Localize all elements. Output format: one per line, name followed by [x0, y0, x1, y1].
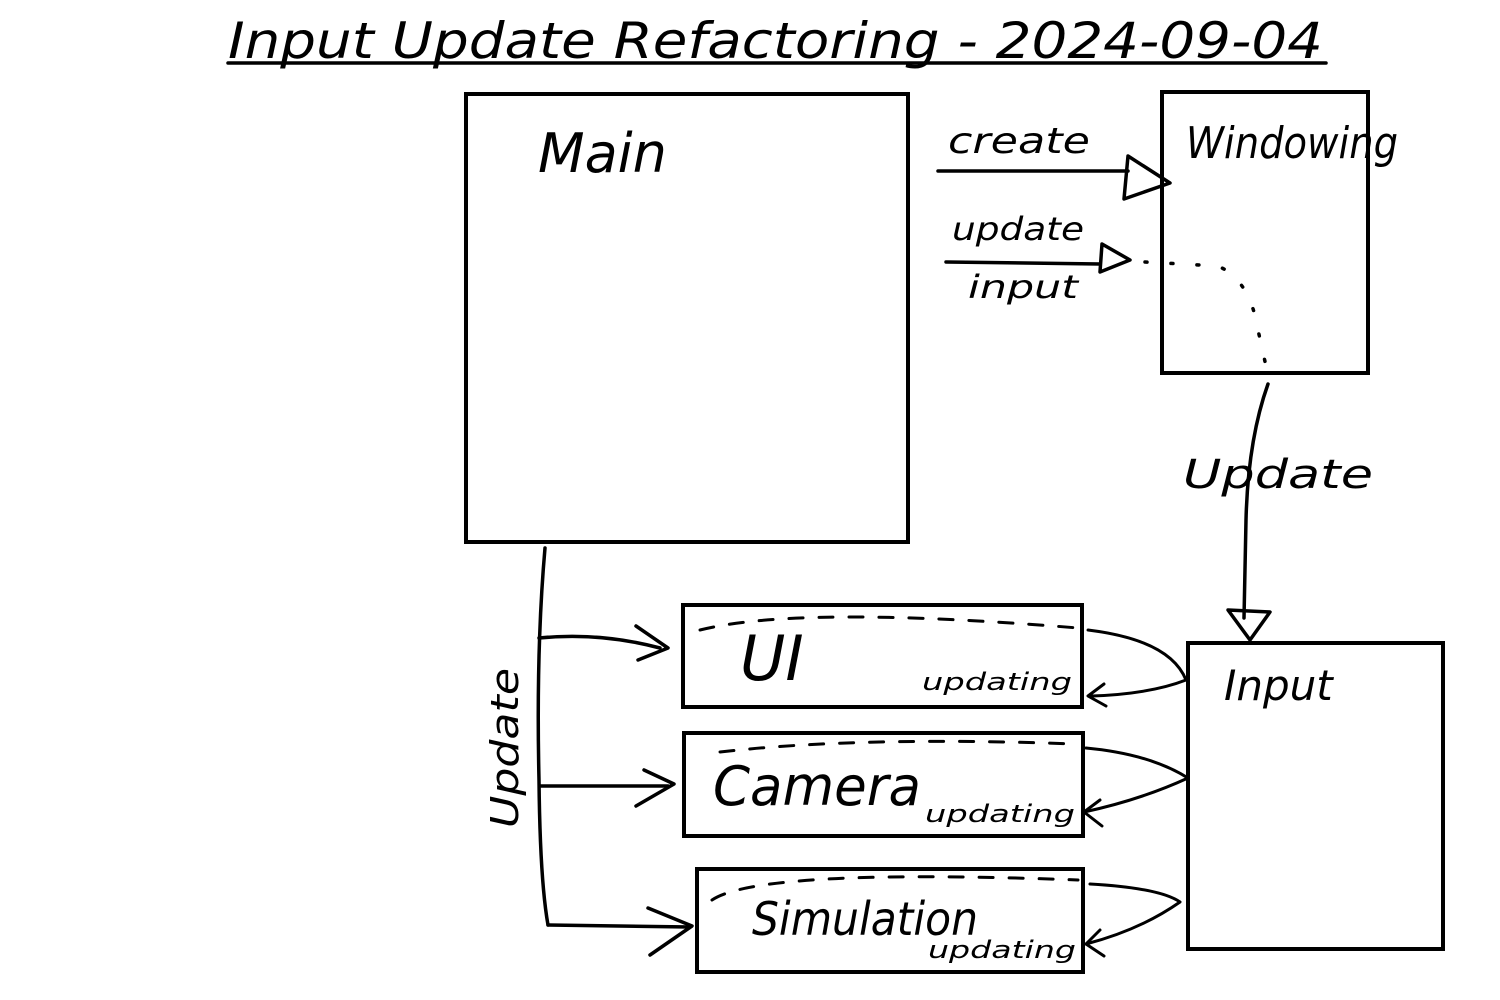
camera-updating-label: updating: [925, 800, 1075, 828]
main-update-label: Update: [483, 668, 527, 828]
main-label: Main: [538, 122, 667, 185]
update-input-arrow-line: [944, 260, 1102, 266]
input-to-ui-head: [1086, 682, 1108, 708]
input-label: Input: [1224, 661, 1334, 710]
update-input-label-line2: input: [968, 268, 1080, 306]
main-to-ui-head: [634, 624, 670, 662]
ui-updating-label: updating: [922, 668, 1072, 696]
windowing-to-input-head: [1226, 608, 1272, 642]
update-input-label-line1: update: [952, 210, 1084, 248]
diagram-title: Input Update Refactoring - 2024-09-04: [228, 12, 1323, 70]
input-to-simulation-head: [1084, 928, 1106, 958]
input-to-camera-head: [1082, 798, 1104, 828]
simulation-box: [695, 867, 1085, 974]
camera-dashed-line: [718, 739, 1077, 754]
main-box: [464, 92, 910, 544]
simulation-updating-label: updating: [928, 936, 1076, 964]
ui-dashed-line: [698, 615, 1080, 632]
input-to-camera-loop: [1082, 746, 1190, 814]
create-arrow-head: [1122, 154, 1172, 201]
input-to-ui-loop: [1086, 628, 1188, 698]
windowing-to-input-label: Update: [1183, 452, 1373, 498]
windowing-to-input-line: [1242, 382, 1270, 620]
create-label: create: [948, 121, 1090, 162]
main-to-simulation-head: [646, 906, 694, 957]
camera-box: [682, 731, 1085, 838]
simulation-label: Simulation: [752, 892, 978, 946]
ui-label: UI: [740, 622, 804, 695]
main-to-camera-head: [634, 768, 676, 808]
input-box: [1186, 641, 1445, 951]
input-to-simulation-loop: [1084, 882, 1182, 946]
main-to-ui-line: [537, 634, 662, 650]
main-update-trunk: [536, 546, 550, 927]
main-to-simulation-line: [546, 923, 692, 929]
camera-label: Camera: [713, 755, 921, 818]
update-input-arrow-head: [1098, 242, 1132, 274]
ui-box: [681, 603, 1084, 709]
windowing-label: Windowing: [1186, 118, 1398, 169]
windowing-box: [1160, 90, 1370, 375]
